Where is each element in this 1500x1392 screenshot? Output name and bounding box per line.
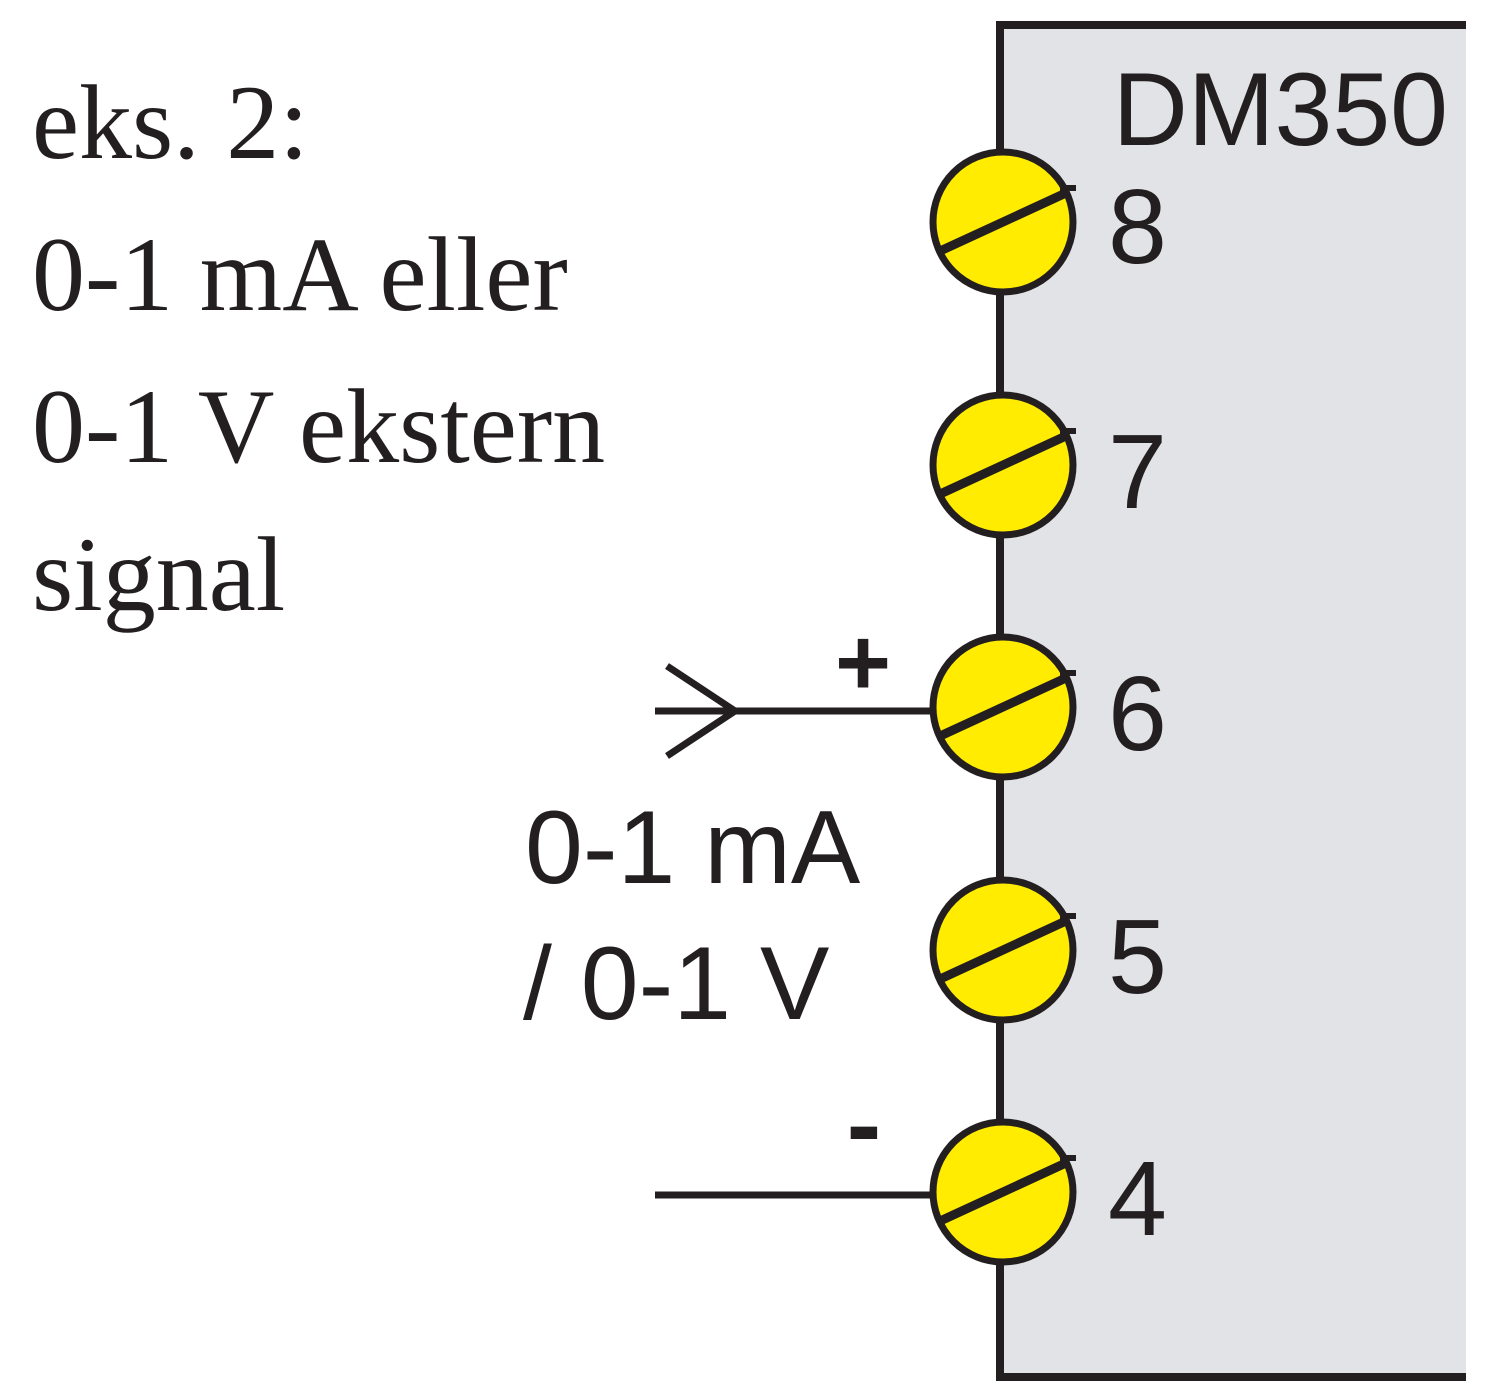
signal-label-line-1: 0-1 mA — [525, 790, 861, 906]
description-line-4: signal — [32, 516, 285, 633]
terminal-7[interactable]: 7 — [929, 391, 1167, 539]
screw-slot-icon — [936, 430, 1070, 500]
arrow-head-icon — [665, 663, 742, 759]
screw-slot-icon — [936, 1157, 1070, 1227]
module-name: DM350 — [1113, 52, 1448, 168]
terminal-number-7: 7 — [1108, 413, 1167, 531]
terminal-number-6: 6 — [1108, 655, 1167, 773]
module-housing — [1000, 25, 1466, 1377]
terminal-number-5: 5 — [1108, 898, 1167, 1016]
terminal-5[interactable]: 5 — [929, 876, 1167, 1024]
plus-label: + — [835, 609, 891, 716]
terminal-6[interactable]: 6 — [929, 633, 1167, 781]
description-line-3: 0-1 V ekstern — [32, 368, 605, 485]
description-line-2: 0-1 mA eller — [32, 216, 568, 333]
description-text: eks. 2: 0-1 mA eller 0-1 V ekstern signa… — [32, 64, 605, 633]
terminal-number-4: 4 — [1108, 1140, 1167, 1258]
screw-slot-icon — [936, 672, 1070, 742]
minus-label: - — [847, 1067, 882, 1183]
terminal-4[interactable]: 4 — [929, 1118, 1167, 1266]
terminal-number-8: 8 — [1108, 168, 1167, 286]
terminal-8[interactable]: 8 — [929, 148, 1167, 296]
screw-slot-icon — [936, 187, 1070, 257]
description-line-1: eks. 2: — [32, 64, 309, 181]
screw-slot-icon — [936, 915, 1070, 985]
signal-label-line-2: / 0-1 V — [523, 926, 829, 1042]
